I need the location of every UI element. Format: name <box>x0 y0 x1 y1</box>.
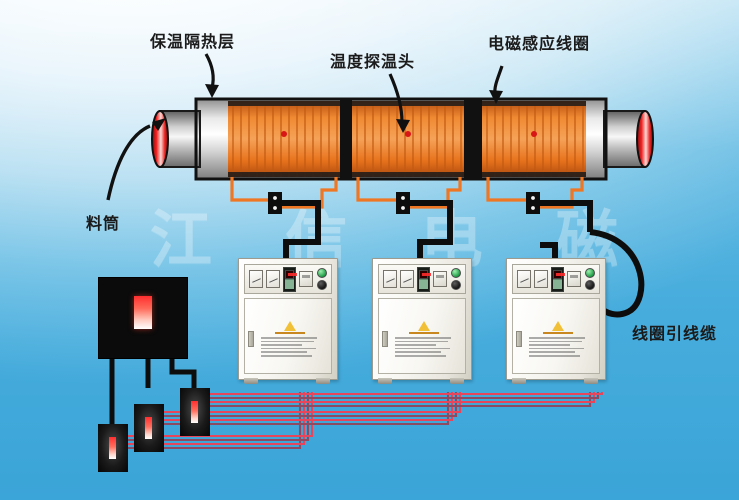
voltmeter-icon <box>533 270 548 288</box>
power-meter-icon <box>567 271 581 287</box>
coil-power-cables <box>282 200 645 318</box>
digital-display-icon <box>552 269 566 279</box>
stop-button-icon[interactable] <box>451 280 461 290</box>
label-insulation: 保温隔热层 <box>150 32 236 51</box>
junction-box-2 <box>396 192 410 214</box>
digital-display-icon <box>284 269 298 279</box>
keypad-icon[interactable] <box>552 278 563 289</box>
barrel-left-end <box>151 110 201 168</box>
digital-display-icon <box>418 269 432 279</box>
voltmeter-icon <box>399 270 414 288</box>
control-cabinet-1[interactable] <box>238 258 338 386</box>
relay-box-3[interactable] <box>180 388 210 436</box>
cabinet-door-3[interactable] <box>512 298 600 374</box>
stop-button-icon[interactable] <box>585 280 595 290</box>
run-lamp-icon[interactable] <box>585 268 595 278</box>
indicator-lamps-2 <box>451 268 461 290</box>
relay-box-1[interactable] <box>98 424 128 472</box>
stop-button-icon[interactable] <box>317 280 327 290</box>
voltmeter-icon <box>265 270 280 288</box>
relay-indicator-2 <box>145 417 152 439</box>
cabinet-panel-3[interactable] <box>512 264 600 294</box>
coil-lead-wires <box>230 177 584 209</box>
barrel-right-end <box>603 110 654 168</box>
power-indicator-slot <box>134 296 152 329</box>
door-handle-icon[interactable] <box>382 331 388 347</box>
relay-box-2[interactable] <box>134 404 164 452</box>
cabinet-door-2[interactable] <box>378 298 466 374</box>
keypad-icon[interactable] <box>418 278 429 289</box>
junction-box-1 <box>268 192 282 214</box>
warning-label-2 <box>395 321 453 359</box>
warning-triangle-icon <box>552 321 564 331</box>
induction-coil-group-1 <box>228 101 340 177</box>
cabinet-body-1 <box>238 258 338 380</box>
power-meter-icon <box>433 271 447 287</box>
label-induction-coil: 电磁感应线圈 <box>488 34 591 53</box>
relay-indicator-1 <box>109 437 116 459</box>
door-handle-icon[interactable] <box>248 331 254 347</box>
ammeter-icon <box>249 270 263 288</box>
relay-control-wires <box>109 357 197 424</box>
induction-coil-group-3 <box>482 101 586 177</box>
control-cabinet-2[interactable] <box>372 258 472 386</box>
warning-triangle-icon <box>418 321 430 331</box>
warning-label-3 <box>529 321 587 359</box>
door-handle-icon[interactable] <box>516 331 522 347</box>
cabinet-door-1[interactable] <box>244 298 332 374</box>
ammeter-icon <box>383 270 397 288</box>
cabinet-panel-1[interactable] <box>244 264 332 294</box>
coil-separators <box>194 97 608 181</box>
indicator-lamps-1 <box>317 268 327 290</box>
control-cabinet-3[interactable] <box>506 258 606 386</box>
cabinet-body-2 <box>372 258 472 380</box>
power-distribution-box[interactable] <box>98 277 188 359</box>
temperature-controller[interactable] <box>282 266 298 292</box>
ammeter-icon <box>517 270 531 288</box>
relay-indicator-3 <box>191 401 198 423</box>
label-coil-lead-cable: 线圈引线缆 <box>632 324 718 343</box>
temperature-controller[interactable] <box>550 266 566 292</box>
run-lamp-icon[interactable] <box>317 268 327 278</box>
cabinet-body-3 <box>506 258 606 380</box>
warning-label-1 <box>261 321 319 359</box>
power-meter-icon <box>299 271 313 287</box>
control-cable-bundle <box>120 392 604 450</box>
label-temperature-probe: 温度探温头 <box>330 52 416 71</box>
cabinet-feet-2 <box>376 378 466 385</box>
temperature-controller[interactable] <box>416 266 432 292</box>
label-barrel: 料筒 <box>86 214 121 233</box>
cabinet-panel-2[interactable] <box>378 264 466 294</box>
label-arrowheads <box>152 84 503 133</box>
cabinet-feet-1 <box>242 378 332 385</box>
induction-coil-group-2 <box>352 101 464 177</box>
keypad-icon[interactable] <box>284 278 295 289</box>
cabinet-feet-3 <box>510 378 600 385</box>
junction-box-3 <box>526 192 540 214</box>
indicator-lamps-3 <box>585 268 595 290</box>
warning-triangle-icon <box>284 321 296 331</box>
run-lamp-icon[interactable] <box>451 268 461 278</box>
